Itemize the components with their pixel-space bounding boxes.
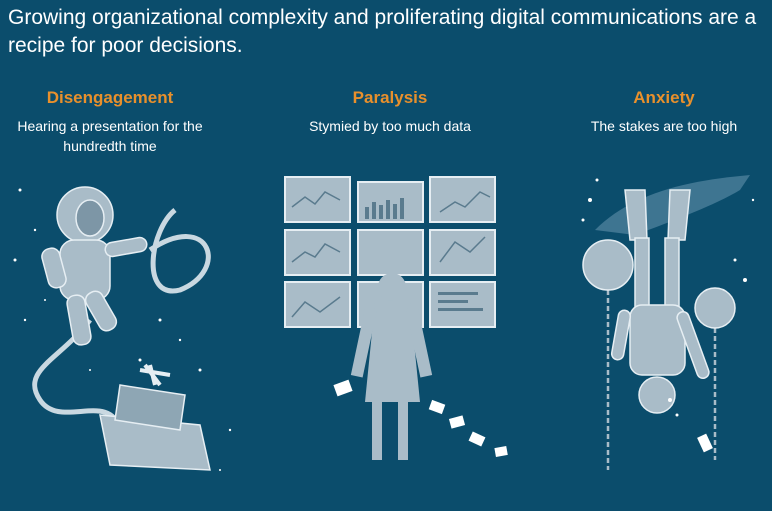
column-caption: Hearing a presentation for the hundredth… xyxy=(17,118,203,154)
column-title: Paralysis xyxy=(352,88,428,107)
column-anxiety: Anxiety The stakes are too high xyxy=(539,88,772,136)
astronaut-illustration xyxy=(13,186,232,471)
column-disengagement: Disengagement Hearing a presentation for… xyxy=(0,88,235,156)
headline: Growing organizational complexity and pr… xyxy=(8,6,757,57)
column-caption: Stymied by too much data xyxy=(309,118,471,134)
column-title: Anxiety xyxy=(633,88,695,107)
column-paralysis: Paralysis Stymied by too much data xyxy=(265,88,515,136)
person-with-screens-illustration xyxy=(284,176,508,460)
diver-with-mines-illustration xyxy=(581,175,755,470)
column-caption: The stakes are too high xyxy=(590,118,738,134)
column-title: Disengagement xyxy=(46,88,174,107)
